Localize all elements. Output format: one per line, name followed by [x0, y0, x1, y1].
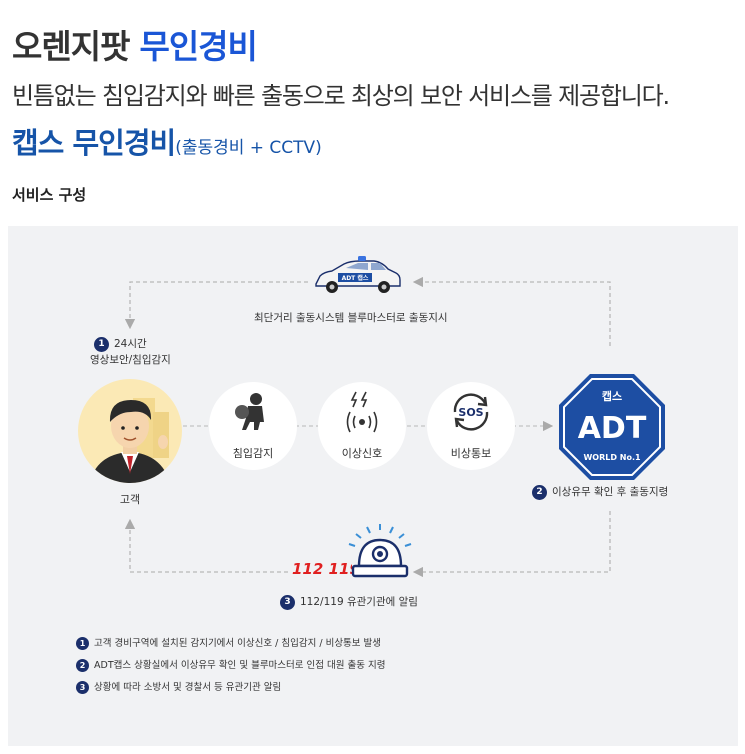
- step2-caption: 2 이상유무 확인 후 출동지령: [532, 484, 668, 500]
- step3-text: 112/119 유관기관에 알림: [300, 596, 418, 608]
- legend-text-2: ADT캡스 상황실에서 이상유무 확인 및 블루마스터로 인접 대원 출동 지령: [94, 660, 386, 671]
- step2-badge: 2: [532, 484, 547, 500]
- service-name: 캡스 무인경비: [12, 126, 176, 160]
- legend-text-1: 고객 경비구역에 설치된 감지기에서 이상신호 / 침입감지 / 비상통보 발생: [94, 638, 382, 649]
- adt-bottom-text: WORLD No.1: [583, 453, 641, 462]
- signal-icon: [346, 391, 378, 433]
- customer-label: 고객: [119, 493, 141, 506]
- node-label-sos: 비상통보: [450, 447, 492, 460]
- legend-item-1: 1 고객 경비구역에 설치된 감지기에서 이상신호 / 침입감지 / 비상통보 발…: [76, 635, 381, 650]
- node-label-signal: 이상신호: [341, 447, 383, 460]
- brand-accent: 무인경비: [139, 27, 257, 66]
- sos-text: SOS: [458, 406, 483, 419]
- adt-main-text: ADT: [578, 411, 647, 446]
- patrol-car-icon: ADT 캡스: [315, 256, 401, 293]
- adt-logo-icon: 캡스 ADT WORLD No.1: [559, 374, 665, 480]
- step2-text: 이상유무 확인 후 출동지령: [552, 486, 669, 498]
- section-label: 서비스 구성: [12, 186, 87, 204]
- legend-text-3: 상황에 따라 소방서 및 경찰서 등 유관기관 알림: [94, 682, 282, 693]
- cctv-camera-icon: [348, 524, 412, 578]
- sos-node: [427, 382, 515, 470]
- dispatch-caption: 최단거리 출동시스템 블루마스터로 출동지시: [254, 312, 448, 324]
- adt-top-text: 캡스: [602, 390, 622, 403]
- service-title: 캡스 무인경비(출동경비 + CCTV): [12, 120, 322, 162]
- car-badge-text: ADT 캡스: [342, 274, 369, 282]
- thief-icon: [235, 393, 264, 430]
- service-diagram-panel: ADT 캡스 최단거리 출동시스템 블루마스터로 출동지시 1 24시간 영상보안…: [8, 226, 738, 746]
- legend-badge-1: 1: [76, 637, 89, 650]
- step1-caption: 1 24시간: [94, 336, 147, 352]
- node-label-intrusion: 침입감지: [232, 447, 274, 460]
- step3-badge: 3: [280, 594, 295, 610]
- service-subtitle: (출동경비 + CCTV): [175, 138, 322, 158]
- sos-icon: SOS: [453, 393, 489, 431]
- tagline: 빈틈없는 침입감지와 빠른 출동으로 최상의 보안 서비스를 제공합니다.: [12, 82, 670, 110]
- step1-line1: 24시간: [114, 338, 147, 350]
- customer-avatar: [78, 379, 182, 483]
- legend-item-3: 3 상황에 따라 소방서 및 경찰서 등 유관기관 알림: [76, 679, 281, 694]
- emergency-numbers-icon: 112 119: [292, 560, 352, 578]
- step1-line2: 영상보안/침입감지: [90, 354, 171, 366]
- legend-item-2: 2 ADT캡스 상황실에서 이상유무 확인 및 블루마스터로 인접 대원 출동 지…: [76, 657, 386, 672]
- brand-name: 오렌지팟: [12, 27, 130, 66]
- legend-badge-2: 2: [76, 659, 89, 672]
- emergency-text: 112 119: [292, 560, 352, 578]
- step1-badge: 1: [94, 336, 109, 352]
- step3-caption: 3 112/119 유관기관에 알림: [280, 594, 418, 610]
- legend-badge-3: 3: [76, 681, 89, 694]
- signal-node: [318, 382, 406, 470]
